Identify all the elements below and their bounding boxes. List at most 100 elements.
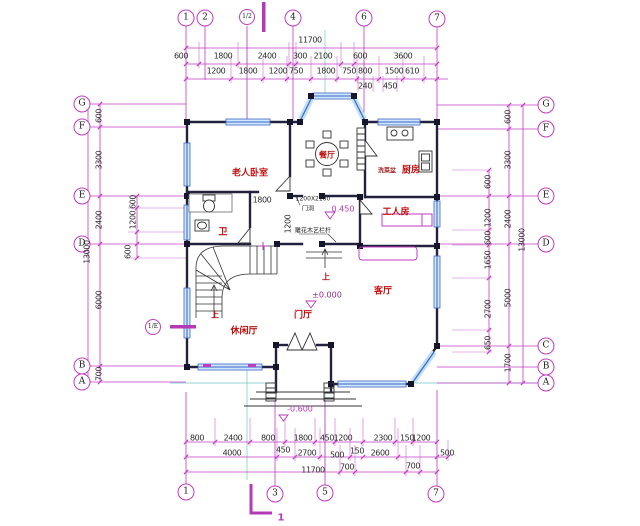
doors — [237, 138, 378, 351]
dimension-label: 1500 — [384, 66, 404, 76]
axis-aux-1-e: 1/E — [145, 319, 161, 335]
dimension-label: 1200 — [128, 210, 138, 230]
dimension-label: 300 — [292, 51, 308, 61]
dimension-label: 1800 — [252, 195, 272, 205]
axis-left-d: D — [73, 235, 91, 253]
columns — [184, 93, 440, 387]
dimension-label: 700 — [94, 366, 104, 382]
dimension-label: 2400 — [94, 210, 104, 230]
axis-bottom-7: 7 — [427, 485, 445, 503]
dimension-label: 500 — [439, 448, 455, 458]
dimension-label: 1200 — [283, 214, 293, 234]
dimension-label: 5000 — [503, 288, 513, 308]
dimension-label: 700 — [405, 461, 421, 471]
axis-top-2: 2 — [196, 9, 214, 27]
dimension-label: 2300 — [373, 433, 393, 443]
dimension-label: 150 — [399, 433, 415, 443]
stair-up-label: 上 — [211, 310, 219, 320]
dimension-label: 600 — [94, 108, 104, 124]
dimension-label: 1200 — [268, 66, 288, 76]
axis-right-c: C — [537, 337, 555, 355]
dimension-ticks — [85, 45, 526, 475]
dimension-label: 2400 — [257, 51, 277, 61]
dimension-label: 1700 — [503, 353, 513, 373]
dimension-label: 600 — [503, 109, 513, 125]
axis-top-7: 7 — [428, 10, 446, 28]
dimension-label: 1650 — [483, 250, 493, 270]
dimension-label: 2600 — [370, 448, 390, 458]
room-label-foyer: 门厅 — [293, 310, 313, 321]
axis-left-f: F — [73, 118, 91, 136]
dimension-label: 800 — [357, 66, 373, 76]
axis-top-1: 1 — [177, 9, 195, 27]
dimension-label: 13000 — [82, 240, 92, 264]
axis-bottom-5: 5 — [316, 484, 334, 502]
axis-top-1-2: 1/2 — [239, 9, 255, 25]
axis-right-f: F — [537, 120, 555, 138]
note-leaders — [295, 196, 337, 243]
level-mark-ground: ±0.000 — [312, 290, 342, 300]
door-opening-note: 门洞 — [301, 205, 315, 213]
dimension-label: 2400 — [223, 433, 243, 443]
section-mark-label: 1 — [277, 512, 285, 524]
dimension-label: 2100 — [313, 51, 333, 61]
dimension-label: 11700 — [298, 35, 322, 45]
dimension-label: 600 — [123, 244, 133, 260]
dimension-label: 13000 — [517, 228, 527, 252]
axis-left-b: B — [73, 357, 91, 375]
extension-lines — [128, 42, 492, 476]
dimension-label: 650 — [483, 335, 493, 351]
dimension-label: 750 — [341, 66, 357, 76]
axis-top-4: 4 — [284, 9, 302, 27]
door-size-note: 1200X2100 — [295, 195, 331, 203]
dimension-label: 800 — [260, 433, 276, 443]
dimension-label: 600 — [352, 51, 368, 61]
dimension-label: 500 — [329, 450, 345, 460]
dimension-label: 3300 — [94, 150, 104, 170]
dimension-label: 1200 — [206, 66, 226, 76]
room-label-worker: 工人房 — [382, 207, 410, 218]
dimension-label: 3300 — [503, 150, 513, 170]
dimension-label: 610 — [404, 66, 420, 76]
dimension-label: 2400 — [503, 209, 513, 229]
dimension-label: 6000 — [94, 290, 104, 310]
entry-steps — [244, 382, 362, 407]
dimension-label: 1800 — [213, 51, 233, 61]
railing-note: 雕花木艺栏杆 — [294, 227, 332, 235]
dimension-label: 450 — [382, 81, 398, 91]
axis-top-6: 6 — [355, 9, 373, 27]
dimension-label: 750 — [288, 66, 304, 76]
dimension-label: 1800 — [238, 66, 258, 76]
dimension-label: 150 — [349, 446, 365, 456]
axis-right-e: E — [537, 187, 555, 205]
furniture-accent — [259, 213, 433, 261]
windows — [183, 92, 441, 388]
dimension-label: 1200 — [483, 208, 493, 228]
dimension-label: 3600 — [393, 51, 413, 61]
axis-right-d: D — [537, 235, 555, 253]
dimension-label: 2700 — [297, 448, 317, 458]
room-label-leisure: 休闲厅 — [230, 326, 258, 337]
foyer-step — [306, 248, 342, 268]
axis-left-e: E — [73, 187, 91, 205]
dimension-label: 1200 — [411, 433, 431, 443]
level-marks — [278, 211, 336, 422]
room-label-bedroom: 老人卧室 — [231, 168, 269, 179]
dimension-label: 1800 — [316, 66, 336, 76]
axis-left-g: G — [73, 95, 91, 113]
dimension-label: 600 — [483, 230, 493, 246]
dimension-label: 700 — [339, 462, 355, 472]
axis-left-a: A — [73, 373, 91, 391]
dimension-label: 600 — [128, 194, 138, 210]
room-label-kitchen: 厨房 — [401, 165, 421, 176]
dimension-label: 2700 — [483, 299, 493, 319]
dimension-label: 450 — [275, 445, 291, 455]
axis-bottom-3: 3 — [266, 485, 284, 503]
dimension-label: 600 — [483, 174, 493, 190]
dimension-label: 1800 — [293, 433, 313, 443]
foyer-up-label: 上 — [322, 272, 330, 282]
room-label-toilet: 卫 — [218, 227, 228, 238]
level-mark-entry: -0.600 — [287, 404, 313, 414]
